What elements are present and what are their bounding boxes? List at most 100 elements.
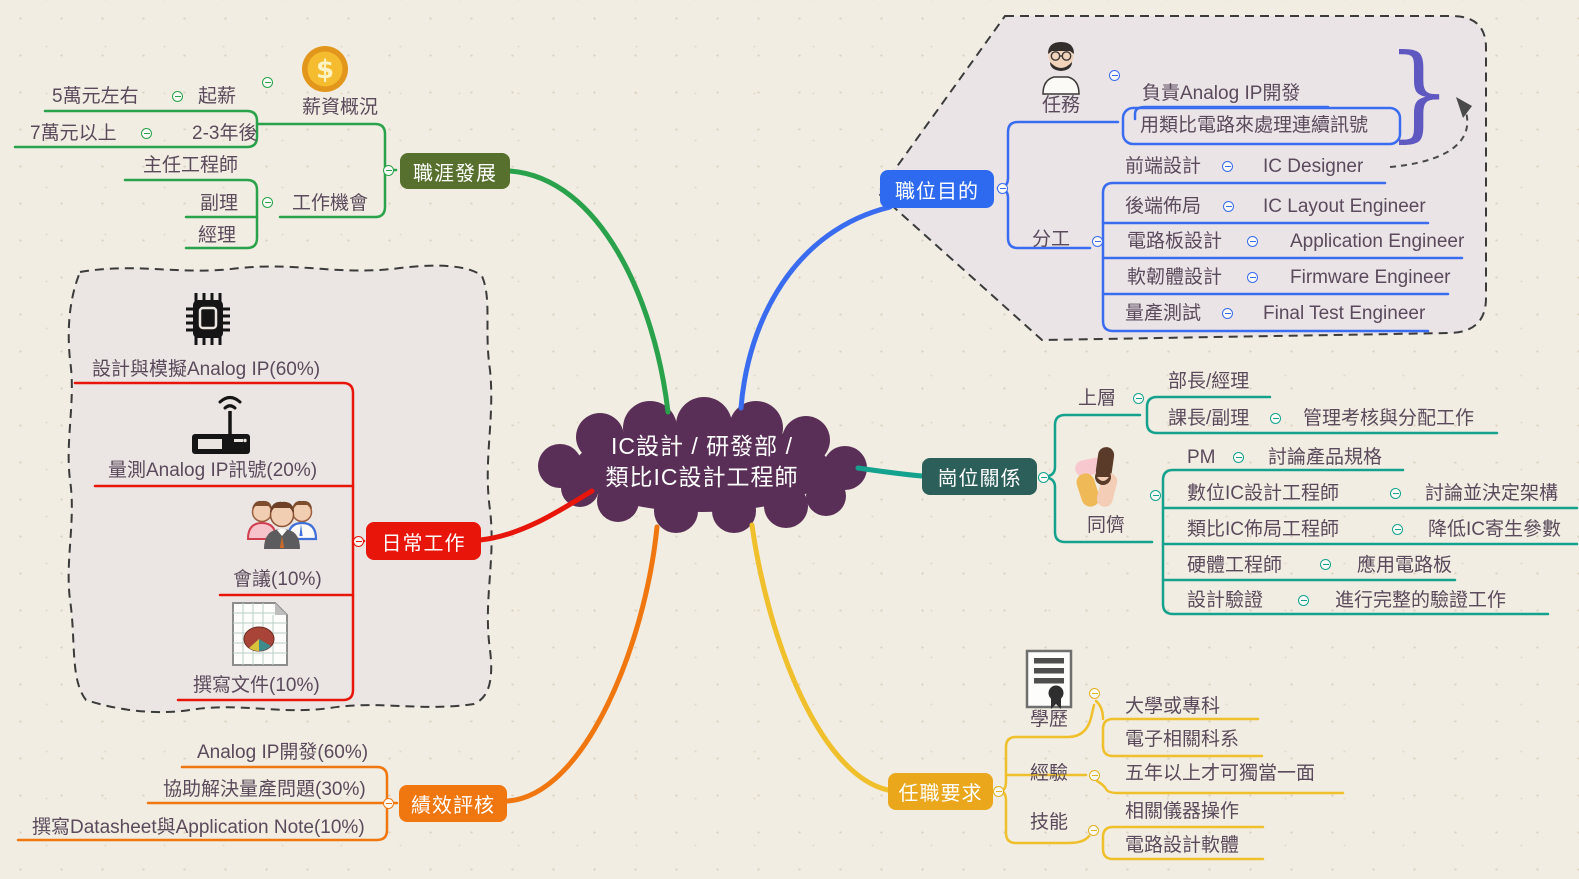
topic-chief-engineer[interactable]: 主任工程師 (143, 155, 239, 176)
central-topic[interactable]: IC設計 / 研發部 / 類比IC設計工程師 (548, 431, 856, 493)
collapse-toggle[interactable] (1270, 413, 1281, 424)
topic-firmware-engineer[interactable]: Firmware Engineer (1290, 267, 1451, 288)
topic-digital-ic-engineer[interactable]: 數位IC設計工程師 (1187, 483, 1340, 504)
topic-department-head[interactable]: 部長/經理 (1168, 371, 1250, 392)
collapse-toggle[interactable] (1247, 236, 1258, 247)
topic-final-test-engineer[interactable]: Final Test Engineer (1263, 303, 1426, 324)
collapse-toggle[interactable] (1390, 488, 1401, 499)
node-daily[interactable]: 日常工作 (366, 522, 481, 560)
topic-firmware-design[interactable]: 軟韌體設計 (1127, 267, 1223, 288)
svg-text:$: $ (316, 55, 334, 85)
collapse-toggle[interactable] (1247, 272, 1258, 283)
collapse-toggle[interactable] (1109, 70, 1120, 81)
topic-task[interactable]: 任務 (1042, 95, 1081, 116)
topic-task-item-2[interactable]: 用類比電路來處理連續訊號 (1140, 115, 1369, 136)
node-performance[interactable]: 績效評核 (399, 785, 507, 822)
topic-circuit-design-software[interactable]: 電路設計軟體 (1125, 835, 1240, 856)
topic-later-salary-value[interactable]: 7萬元以上 (30, 123, 117, 144)
collapse-toggle[interactable] (1038, 472, 1049, 483)
daily-work-boundary (67, 264, 493, 714)
topic-design-simulate-analog-ip[interactable]: 設計與模擬Analog IP(60%) (92, 359, 321, 380)
document-chart-icon (232, 602, 288, 666)
topic-meetings[interactable]: 會議(10%) (233, 569, 322, 590)
collapse-toggle[interactable] (1089, 770, 1100, 781)
topic-university[interactable]: 大學或專科 (1125, 696, 1221, 717)
topic-frontend-design[interactable]: 前端設計 (1125, 156, 1202, 177)
node-requirements[interactable]: 任職要求 (888, 773, 993, 810)
topic-measure-analog-ip[interactable]: 量測Analog IP訊號(20%) (108, 460, 318, 481)
topic-pm-note[interactable]: 討論產品規格 (1268, 447, 1383, 468)
topic-analog-layout-engineer[interactable]: 類比IC佈局工程師 (1187, 519, 1340, 540)
collapse-toggle[interactable] (1222, 308, 1233, 319)
collapse-toggle[interactable] (383, 798, 394, 809)
node-purpose[interactable]: 職位目的 (880, 170, 994, 208)
collapse-toggle[interactable] (1298, 595, 1309, 606)
topic-assistant-manager[interactable]: 副理 (200, 193, 239, 214)
topic-pcb-design[interactable]: 電路板設計 (1127, 231, 1223, 252)
topic-design-verification-note[interactable]: 進行完整的驗證工作 (1335, 590, 1507, 611)
topic-solve-production-issues[interactable]: 協助解決量產問題(30%) (163, 779, 366, 800)
collapse-toggle[interactable] (353, 536, 364, 547)
topic-section-chief[interactable]: 課長/副理 (1168, 408, 1250, 429)
central-topic-cloud[interactable] (538, 397, 867, 533)
collapse-toggle[interactable] (1233, 452, 1244, 463)
node-career[interactable]: 職涯發展 (400, 153, 510, 189)
topic-digital-ic-note[interactable]: 討論並決定架構 (1425, 483, 1559, 504)
topic-hardware-note[interactable]: 應用電路板 (1357, 555, 1453, 576)
topic-manager[interactable]: 經理 (198, 225, 237, 246)
collapse-toggle[interactable] (262, 197, 273, 208)
collapse-toggle[interactable] (1392, 524, 1403, 535)
collapse-toggle[interactable] (997, 183, 1008, 194)
topic-later-salary[interactable]: 2-3年後 (192, 123, 258, 144)
topic-upper-level[interactable]: 上層 (1078, 388, 1117, 409)
topic-starting-salary-value[interactable]: 5萬元左右 (52, 86, 139, 107)
topic-task-item-1[interactable]: 負責Analog IP開發 (1142, 83, 1301, 104)
topic-analog-layout-note[interactable]: 降低IC寄生參數 (1428, 519, 1562, 540)
relations-branch-lines (1040, 395, 1579, 616)
holding-hands-icon (1075, 447, 1118, 507)
branch-curves (477, 168, 925, 804)
collapse-toggle[interactable] (172, 91, 183, 102)
collapse-toggle[interactable] (1222, 161, 1233, 172)
topic-job-opportunity[interactable]: 工作機會 (292, 193, 369, 214)
collapse-toggle[interactable] (1150, 490, 1161, 501)
chip-icon (186, 293, 230, 345)
topic-backend-layout[interactable]: 後端佈局 (1125, 196, 1202, 217)
topic-application-engineer[interactable]: Application Engineer (1290, 231, 1465, 252)
topic-write-documents[interactable]: 撰寫文件(10%) (193, 675, 320, 696)
topic-electronics-major[interactable]: 電子相關科系 (1125, 729, 1240, 750)
topic-hardware-engineer[interactable]: 硬體工程師 (1187, 555, 1283, 576)
collapse-toggle[interactable] (993, 786, 1004, 797)
topic-write-datasheet[interactable]: 撰寫Datasheet與Application Note(10%) (32, 817, 365, 838)
collapse-toggle[interactable] (1320, 559, 1331, 570)
collapse-toggle[interactable] (262, 77, 273, 88)
topic-peers[interactable]: 同儕 (1087, 515, 1126, 536)
node-relations[interactable]: 崗位關係 (922, 458, 1037, 495)
collapse-toggle[interactable] (383, 165, 394, 176)
coin-icon: $ (302, 46, 348, 92)
topic-starting-salary[interactable]: 起薪 (198, 86, 237, 107)
topic-pm[interactable]: PM (1187, 447, 1216, 468)
topic-section-chief-note[interactable]: 管理考核與分配工作 (1303, 408, 1475, 429)
topic-education[interactable]: 學歷 (1030, 709, 1069, 730)
topic-experience[interactable]: 經驗 (1030, 763, 1069, 784)
topic-ic-designer[interactable]: IC Designer (1263, 156, 1364, 177)
topic-instrument-operation[interactable]: 相關儀器操作 (1125, 801, 1240, 822)
topic-mass-production-test[interactable]: 量產測試 (1125, 303, 1202, 324)
topic-ic-layout-engineer[interactable]: IC Layout Engineer (1263, 196, 1426, 217)
topic-five-years[interactable]: 五年以上才可獨當一面 (1125, 763, 1316, 784)
topic-salary-overview[interactable]: 薪資概況 (302, 97, 379, 118)
collapse-toggle[interactable] (141, 128, 152, 139)
collapse-toggle[interactable] (1088, 825, 1099, 836)
topic-skills[interactable]: 技能 (1030, 812, 1069, 833)
topic-design-verification[interactable]: 設計驗證 (1187, 590, 1264, 611)
collapse-toggle[interactable] (1133, 393, 1144, 404)
collapse-toggle[interactable] (1089, 688, 1100, 699)
collapse-toggle[interactable] (1223, 201, 1234, 212)
topic-division[interactable]: 分工 (1032, 229, 1071, 250)
certificate-icon (1025, 649, 1073, 709)
collapse-toggle[interactable] (1092, 236, 1103, 247)
topic-analog-ip-development[interactable]: Analog IP開發(60%) (197, 742, 369, 763)
